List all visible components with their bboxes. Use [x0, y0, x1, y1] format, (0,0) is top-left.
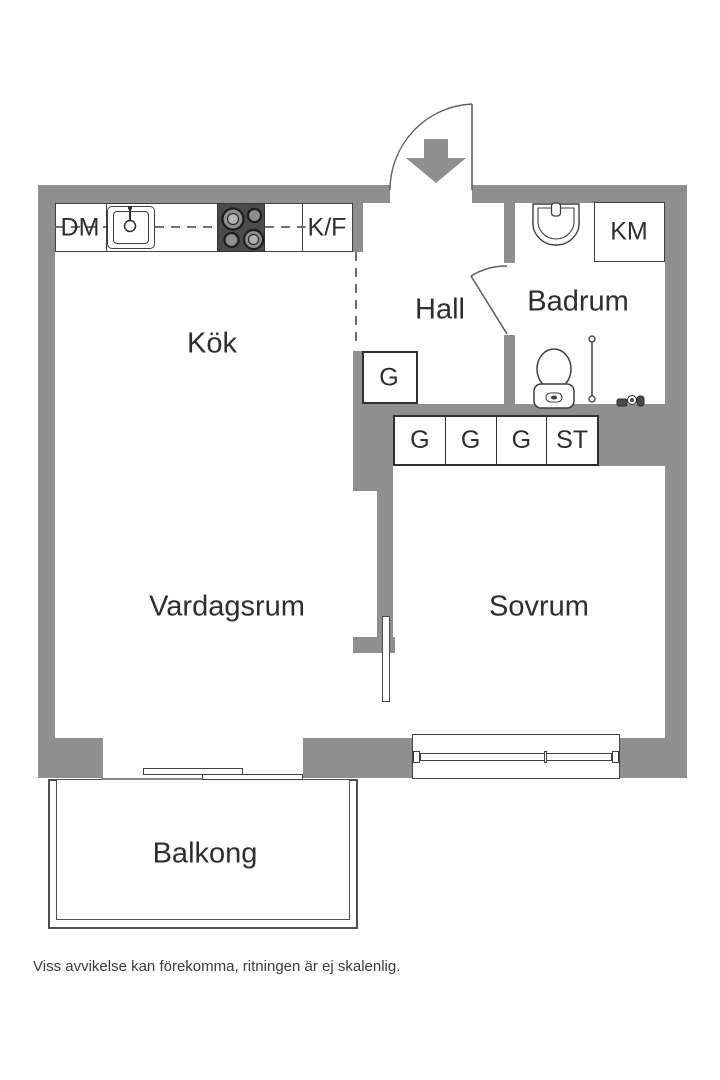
hall-closet-label: G [379, 363, 399, 392]
closet-g3-label: G [511, 426, 532, 454]
wall-stub-kitchen-hall [353, 203, 363, 252]
bathroom-door-arc [470, 265, 508, 277]
balcony-door-panel-2 [202, 774, 303, 780]
closet-st-label: ST [556, 426, 589, 454]
wall-top-right [472, 185, 687, 203]
entry-direction-arrow-icon [406, 139, 466, 183]
window-glazing-bar [420, 753, 612, 761]
wall-bottom-left-block [38, 738, 103, 778]
bathroom-door-leaf [470, 275, 508, 335]
room-label-vardagsrum: Vardagsrum [149, 590, 305, 623]
wall-bottom-middle [303, 738, 412, 778]
wall-top-left [38, 185, 390, 203]
washing-machine-box [594, 202, 665, 262]
closet-g2: G [446, 417, 497, 464]
room-label-balkong: Balkong [152, 837, 258, 870]
dishwasher-label: DM [60, 213, 100, 242]
living-bedroom-door-leaf [382, 616, 390, 702]
counter-divider-dm [106, 203, 108, 252]
wall-bathroom-lower-stub [504, 335, 515, 408]
toilet-icon [533, 348, 575, 409]
balcony-outline-inner [56, 779, 350, 920]
wall-right [665, 203, 687, 778]
balcony-door-panel-1 [143, 768, 243, 775]
kitchen-faucet-icon [123, 206, 137, 233]
window-mullion [544, 751, 547, 763]
floor-drain-icon [616, 395, 645, 407]
wall-bottom-right [620, 738, 687, 778]
stove-burners-icon [221, 207, 265, 251]
shower-rail-icon [588, 335, 596, 403]
room-label-sovrum: Sovrum [489, 590, 589, 623]
window-cap-left [413, 751, 420, 763]
room-label-hall: Hall [415, 293, 465, 326]
bathroom-sink-icon [532, 202, 580, 246]
closet-g1-label: G [410, 426, 430, 454]
wall-middle-block [353, 415, 393, 491]
wall-living-bedroom [377, 491, 393, 653]
entry-door-arc [389, 103, 473, 191]
window-cap-right [612, 751, 619, 763]
room-label-badrum: Badrum [527, 285, 629, 318]
wall-right-of-closets [599, 415, 665, 466]
washing-machine-label: KM [610, 217, 648, 246]
disclaimer-text: Viss avvikelse kan förekomma, ritningen … [33, 958, 401, 975]
closet-st: ST [547, 417, 597, 464]
closet-g1: G [395, 417, 446, 464]
fridge-freezer-label: K/F [305, 213, 349, 243]
wall-hall-closet-strip [353, 351, 362, 404]
wall-hall-bottom-band [353, 404, 665, 415]
closet-g3: G [497, 417, 548, 464]
closet-g2-label: G [460, 426, 481, 454]
wall-bathroom-upper-stub [504, 203, 515, 263]
wall-left [38, 203, 55, 778]
closet-row: G G G ST [393, 415, 599, 466]
hall-closet [362, 351, 418, 404]
room-label-kok: Kök [187, 327, 237, 360]
